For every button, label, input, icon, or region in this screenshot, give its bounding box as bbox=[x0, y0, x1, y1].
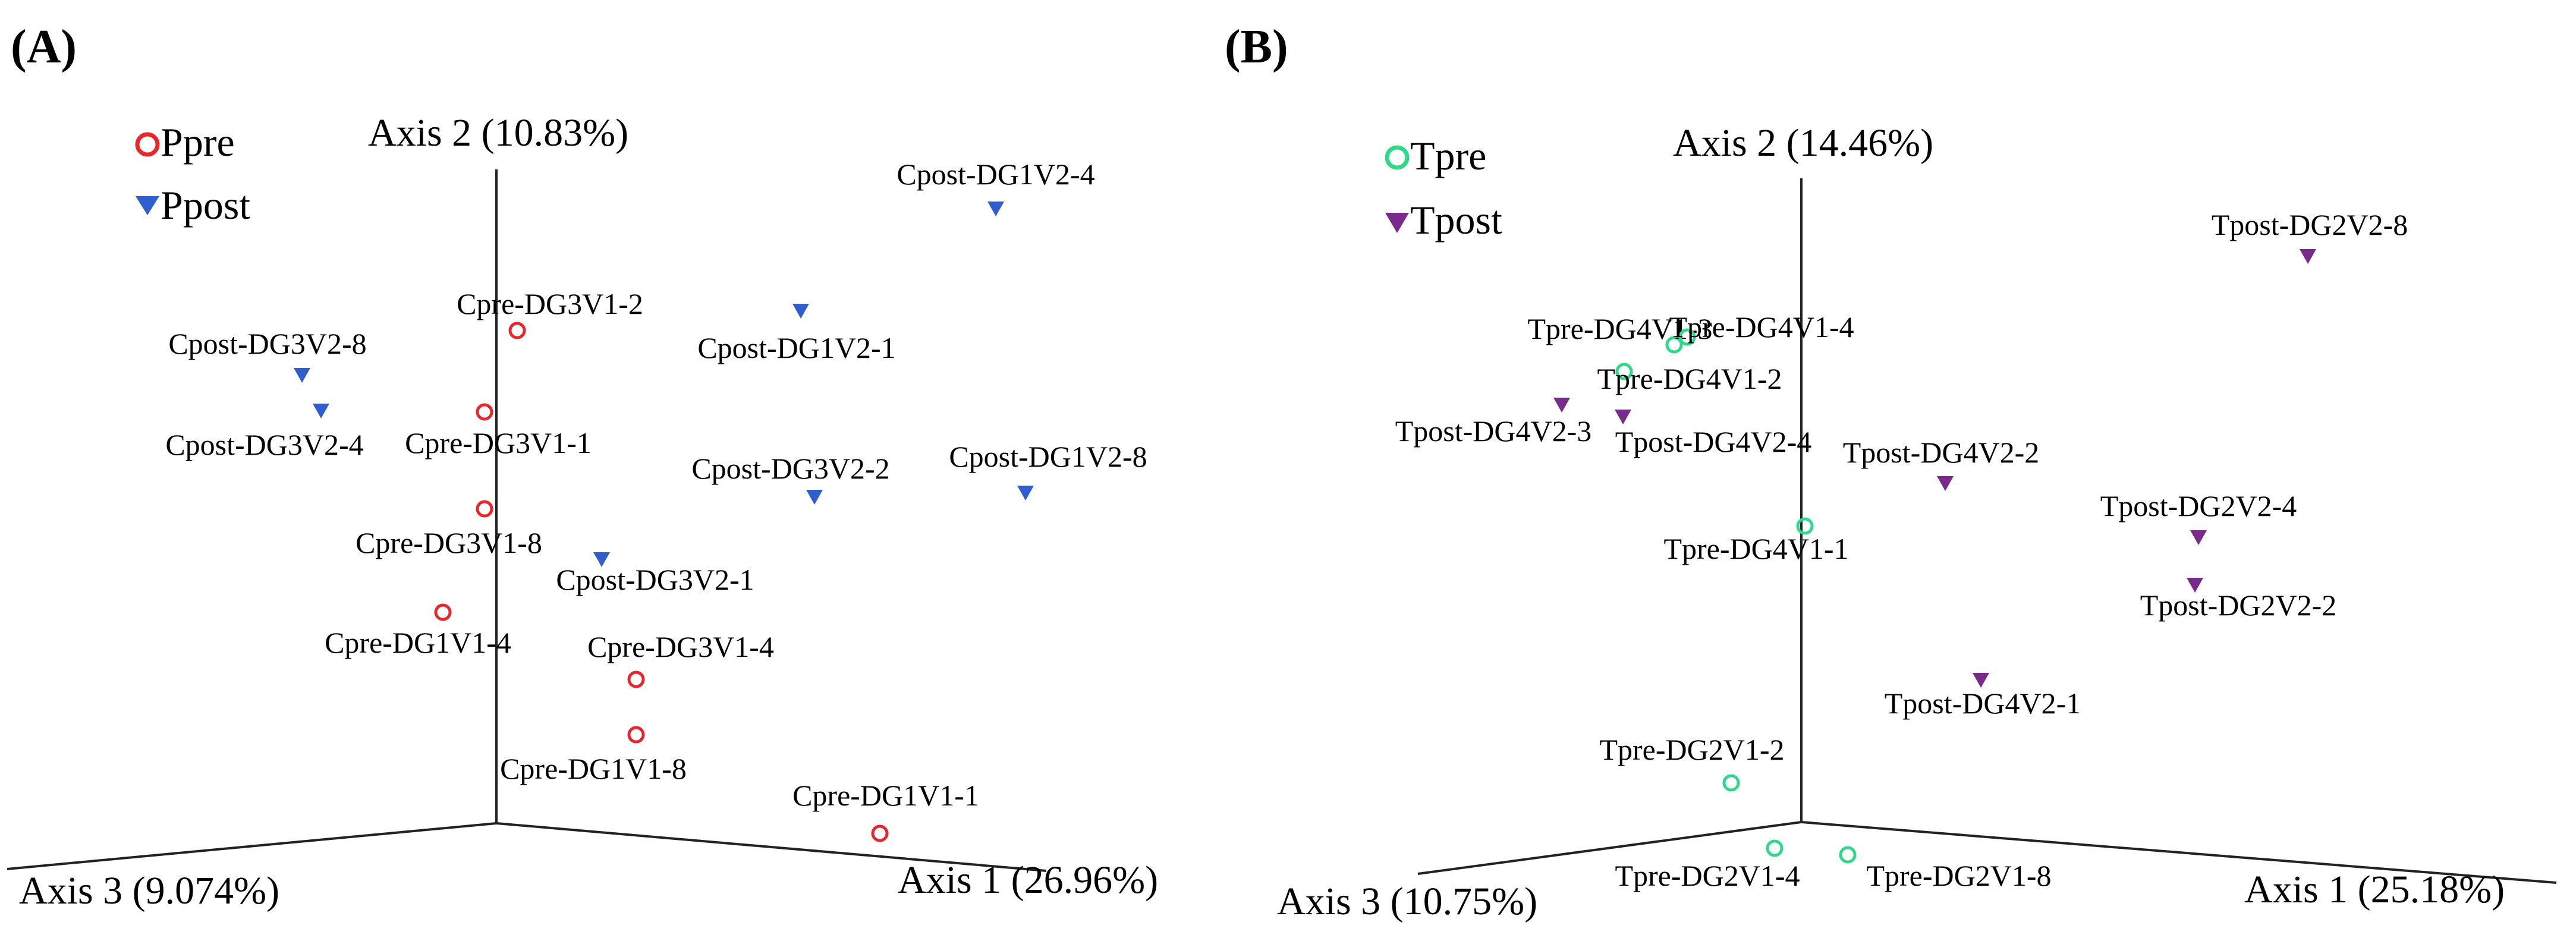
point-marker-cpost-dg1v2-1 bbox=[792, 304, 809, 319]
panel-b-axis1-line bbox=[1801, 821, 2557, 884]
point-label-tpre-dg2v1-8: Tpre-DG2V1-8 bbox=[1866, 859, 2051, 892]
point-marker-cpost-dg3v2-8 bbox=[294, 368, 310, 383]
point-marker-tpre-dg4v1-4 bbox=[1678, 328, 1696, 346]
point-marker-tpost-dg4v2-4 bbox=[1615, 410, 1631, 424]
point-label-tpost-dg4v2-2: Tpost-DG4V2-2 bbox=[1843, 436, 2040, 469]
panel-b-legend: Tpre Tpost bbox=[1385, 133, 1502, 243]
point-marker-cpre-dg1v1-1 bbox=[871, 824, 889, 842]
panel-a: (A) Ppre Ppost Axis 2 (10.83%) Axis 1 (2… bbox=[7, 21, 1158, 912]
legend-tpre-marker-icon bbox=[1385, 145, 1410, 170]
panel-b-axis1-title: Axis 1 (25.18%) bbox=[2244, 868, 2505, 911]
point-marker-cpost-dg1v2-8 bbox=[1017, 486, 1034, 501]
panel-a-axis2-title: Axis 2 (10.83%) bbox=[368, 111, 628, 155]
point-label-cpre-dg3v1-4: Cpre-DG3V1-4 bbox=[587, 630, 774, 663]
legend-tpost-marker-icon bbox=[1385, 213, 1409, 233]
point-label-tpre-dg4v1-1: Tpre-DG4V1-1 bbox=[1663, 532, 1848, 565]
point-label-tpre-dg2v1-2: Tpre-DG2V1-2 bbox=[1599, 733, 1784, 766]
point-marker-cpre-dg1v1-4 bbox=[434, 603, 452, 621]
panel-b: (B) Tpre Tpost Axis 2 (14.46%) Axis 1 (2… bbox=[1225, 21, 2557, 923]
point-marker-cpost-dg3v2-2 bbox=[806, 490, 823, 505]
panel-b-axis3-line bbox=[1417, 821, 1802, 875]
point-label-cpost-dg1v2-4: Cpost-DG1V2-4 bbox=[897, 158, 1094, 191]
point-label-tpre-dg2v1-4: Tpre-DG2V1-4 bbox=[1615, 859, 1800, 892]
panel-b-axis2-title: Axis 2 (14.46%) bbox=[1673, 121, 1933, 165]
panel-a-axis1-line bbox=[496, 822, 1047, 872]
point-marker-cpre-dg3v1-8 bbox=[476, 500, 493, 518]
point-label-tpost-dg2v2-4: Tpost-DG2V2-4 bbox=[2100, 489, 2297, 522]
point-marker-tpost-dg4v2-2 bbox=[1937, 476, 1954, 491]
point-marker-tpre-dg4v1-3 bbox=[1665, 336, 1683, 354]
point-marker-tpost-dg2v2-4 bbox=[2190, 530, 2207, 545]
panel-a-axis3-title: Axis 3 (9.074%) bbox=[19, 869, 279, 912]
point-label-tpost-dg2v2-2: Tpost-DG2V2-2 bbox=[2140, 588, 2337, 622]
point-label-tpost-dg4v2-3: Tpost-DG4V2-3 bbox=[1395, 414, 1592, 448]
point-marker-tpost-dg2v2-8 bbox=[2300, 249, 2316, 264]
panel-a-legend: Ppre Ppost bbox=[135, 119, 250, 228]
panel-b-axes bbox=[1417, 178, 2557, 884]
point-label-tpre-dg4v1-4: Tpre-DG4V1-4 bbox=[1669, 310, 1854, 344]
point-marker-cpre-dg1v1-8 bbox=[627, 726, 645, 744]
legend-ppre-marker-icon bbox=[135, 132, 160, 157]
point-marker-cpre-dg3v1-4 bbox=[627, 671, 645, 688]
point-marker-cpre-dg3v1-2 bbox=[508, 322, 526, 339]
point-label-cpost-dg1v2-1: Cpost-DG1V2-1 bbox=[697, 331, 895, 364]
panel-b-points: Tpre-DG4V1-3Tpre-DG4V1-4Tpre-DG4V1-2Tpre… bbox=[1395, 208, 2408, 892]
point-label-cpost-dg1v2-8: Cpost-DG1V2-8 bbox=[949, 440, 1147, 473]
point-marker-cpost-dg1v2-4 bbox=[987, 202, 1004, 216]
point-marker-tpre-dg4v1-2 bbox=[1615, 363, 1633, 380]
point-label-tpre-dg4v1-2: Tpre-DG4V1-2 bbox=[1597, 362, 1782, 395]
point-label-cpost-dg3v2-2: Cpost-DG3V2-2 bbox=[691, 452, 889, 485]
point-label-cpre-dg3v1-8: Cpre-DG3V1-8 bbox=[356, 526, 542, 559]
point-marker-cpost-dg3v2-4 bbox=[313, 404, 329, 418]
point-marker-tpre-dg4v1-1 bbox=[1796, 517, 1814, 535]
point-marker-tpre-dg2v1-8 bbox=[1839, 846, 1857, 864]
point-marker-cpost-dg3v2-1 bbox=[593, 552, 610, 567]
panel-b-label: (B) bbox=[1225, 21, 1288, 73]
panel-a-points: Cpre-DG3V1-2Cpre-DG3V1-1Cpre-DG3V1-8Cpre… bbox=[165, 158, 1147, 842]
panel-a-axes bbox=[7, 169, 1047, 872]
point-marker-tpost-dg4v2-3 bbox=[1553, 398, 1570, 413]
legend-ppre-label: Ppre bbox=[161, 119, 235, 165]
point-label-cpre-dg1v1-4: Cpre-DG1V1-4 bbox=[325, 626, 511, 659]
point-label-cpost-dg3v2-8: Cpost-DG3V2-8 bbox=[168, 327, 366, 360]
point-marker-cpre-dg3v1-1 bbox=[476, 403, 493, 421]
point-marker-tpre-dg2v1-4 bbox=[1766, 839, 1784, 857]
legend-tpre-label: Tpre bbox=[1410, 133, 1486, 178]
legend-ppost-label: Ppost bbox=[161, 182, 250, 228]
legend-tpost-label: Tpost bbox=[1410, 197, 1502, 243]
panel-b-axis3-title: Axis 3 (10.75%) bbox=[1277, 880, 1537, 923]
point-marker-tpre-dg2v1-2 bbox=[1722, 774, 1740, 792]
point-label-cpre-dg1v1-8: Cpre-DG1V1-8 bbox=[500, 752, 687, 785]
panel-a-axis3-line bbox=[7, 822, 497, 870]
point-marker-tpost-dg4v2-1 bbox=[1973, 673, 1989, 688]
point-label-cpre-dg3v1-1: Cpre-DG3V1-1 bbox=[405, 426, 592, 459]
point-label-tpost-dg4v2-1: Tpost-DG4V2-1 bbox=[1885, 687, 2081, 720]
panel-a-label: (A) bbox=[11, 21, 77, 73]
point-label-cpre-dg1v1-1: Cpre-DG1V1-1 bbox=[792, 779, 979, 812]
point-marker-tpost-dg2v2-2 bbox=[2187, 578, 2203, 593]
point-label-tpost-dg4v2-4: Tpost-DG4V2-4 bbox=[1615, 425, 1812, 458]
point-label-cpost-dg3v2-4: Cpost-DG3V2-4 bbox=[165, 428, 363, 461]
panel-a-axis1-title: Axis 1 (26.96%) bbox=[898, 858, 1158, 902]
legend-ppost-marker-icon bbox=[136, 196, 159, 215]
point-label-cpost-dg3v2-1: Cpost-DG3V2-1 bbox=[556, 563, 754, 596]
point-label-tpost-dg2v2-8: Tpost-DG2V2-8 bbox=[2212, 208, 2408, 241]
point-label-cpre-dg3v1-2: Cpre-DG3V1-2 bbox=[457, 287, 643, 320]
